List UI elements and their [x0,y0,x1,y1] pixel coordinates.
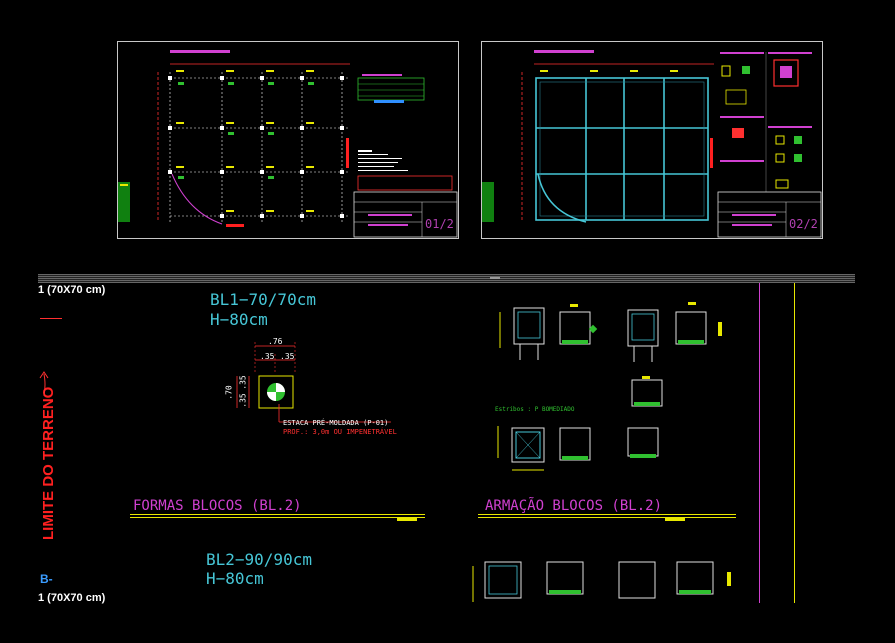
sheet-1-drawing [118,50,458,238]
armacao-title: ARMAÇÃO BLOCOS (BL.2) [485,498,663,514]
marker-b: B- [40,572,53,586]
splitter-grip-icon[interactable] [490,277,500,279]
dim-35-b: .35 [280,352,295,361]
dim-35-d: .35 [238,393,248,408]
armacao-scale-mark [665,517,685,521]
rebar-details [497,302,722,471]
arrow-icon [39,371,49,397]
red-marker [40,318,62,319]
bl2-height: H−80cm [206,569,264,588]
magenta-border-line [759,283,760,603]
stake-note-1: ESTACA PRÉ-MOLDADA (P-01) [283,419,389,427]
dim-35-c: .35 [238,375,248,390]
bl1-block-plan [236,342,391,423]
bl2-rebar-details [472,561,731,602]
bl2-title: BL2−90/90cm [206,550,312,569]
bl1-height: H−80cm [210,310,268,329]
sheet-2-number: 02/2 [789,217,818,231]
formas-underline [130,514,425,515]
formas-scale-mark [397,517,417,521]
estribos-note: Estribos : P BOMEDIADO [495,406,575,413]
block-label-top: 1 (70X70 cm) [38,284,106,296]
stake-note-2: PROF.: 3,0m OU IMPENETRÁVEL [283,428,397,436]
bl1-title: BL1−70/70cm [210,290,316,309]
sheet-1-number: 01/2 [425,217,454,231]
limite-terreno-label: LIMITE DO TERRENO [40,386,57,540]
formas-underline-2 [130,517,425,518]
dim-70: .70 [224,385,234,400]
formas-title: FORMAS BLOCOS (BL.2) [133,498,302,514]
armacao-underline-2 [478,517,736,518]
yellow-border-line [794,283,795,603]
dim-76: .76 [268,337,283,346]
viewport-splitter[interactable] [38,274,855,283]
block-label-bottom: 1 (70X70 cm) [38,592,106,604]
drawing-sheet-2[interactable]: 02/2 [481,41,823,239]
sheet-2-drawing [482,50,822,238]
dim-35-a: .35 [260,352,275,361]
armacao-underline [478,514,736,515]
drawing-sheet-1[interactable]: 01/2 [117,41,459,239]
